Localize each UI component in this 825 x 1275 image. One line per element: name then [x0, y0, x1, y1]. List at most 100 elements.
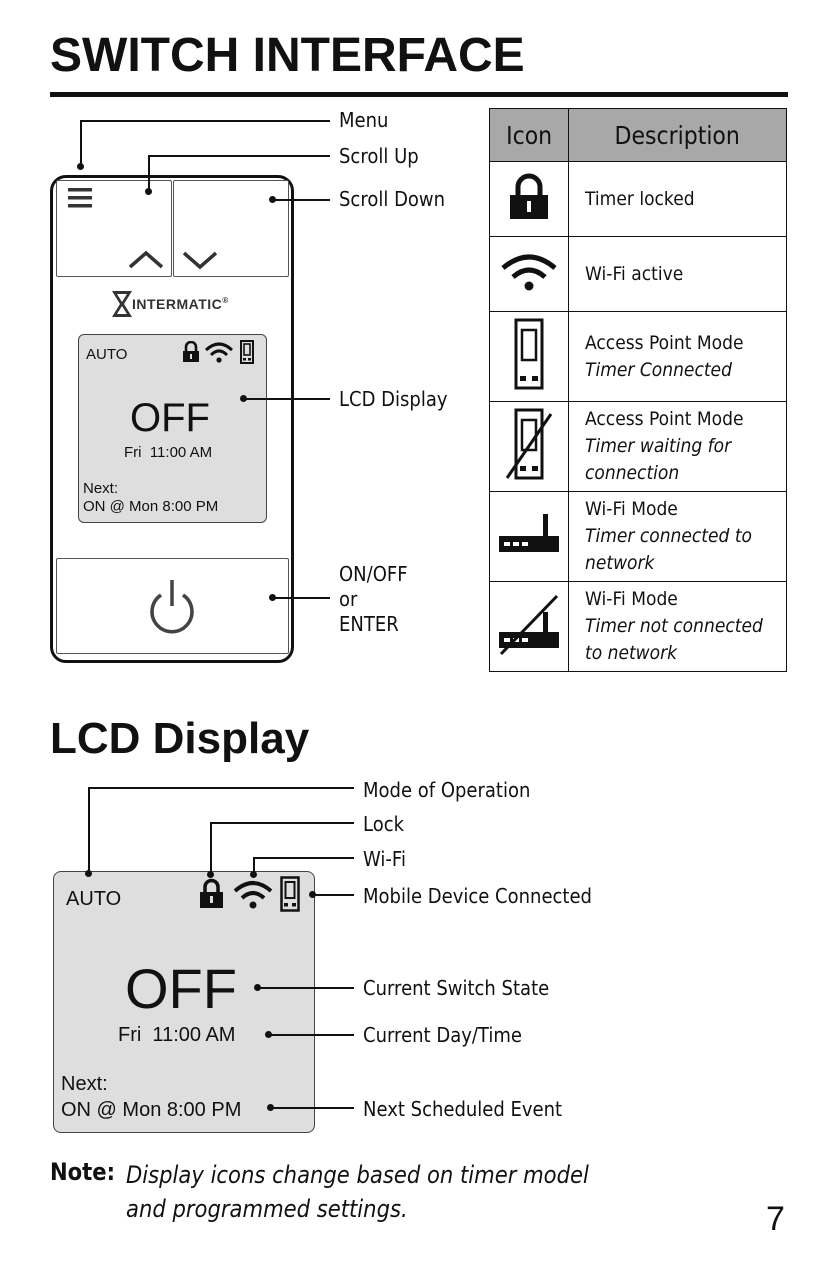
row-title: Timer locked [585, 187, 695, 210]
mode-leader-vertical [88, 787, 90, 873]
row-subtitle-2: connection [585, 462, 680, 484]
mobile-device-icon [280, 876, 300, 912]
row-subtitle: Timer waiting for [585, 435, 732, 457]
wifi-callout-label: Wi-Fi [363, 847, 406, 871]
power-callout-label-3: ENTER [339, 612, 399, 636]
router-icon [499, 514, 559, 552]
note-text: Display icons change based on timer mode… [126, 1158, 589, 1226]
row-title: Wi-Fi Mode [585, 588, 678, 610]
mobile-device-icon [514, 318, 544, 390]
mode-leader-dot [85, 870, 92, 877]
row-subtitle: Timer not connected [585, 615, 763, 637]
header-icon: Icon [489, 108, 569, 162]
lcd-next-label: Next: [83, 480, 119, 497]
table-row: Wi-Fi Mode Timer connected to network [489, 491, 787, 582]
daytime-leader-dot [265, 1031, 272, 1038]
lcd-section-title: LCD Display [50, 714, 310, 763]
scroll-up-callout-label: Scroll Up [339, 144, 419, 168]
state-callout-label: Current Switch State [363, 976, 550, 1000]
wifi-leader-dot [250, 871, 257, 878]
lock-icon [183, 341, 199, 362]
row-title: Access Point Mode [585, 408, 744, 430]
note-line-2: and programmed settings. [126, 1195, 408, 1223]
page-number: 7 [766, 1200, 785, 1238]
menu-leader-vertical [80, 120, 82, 166]
table-row: Access Point Mode Timer Connected [489, 311, 787, 402]
table-row: Wi-Fi Mode Timer not connected to networ… [489, 581, 787, 672]
lock-leader-vertical [210, 822, 212, 874]
intermatic-logo-icon [112, 291, 132, 317]
chevron-down-icon [182, 251, 218, 270]
table-row: Timer locked [489, 161, 787, 237]
note-label: Note: [50, 1158, 116, 1186]
switch-device [50, 175, 294, 663]
table-row: Access Point Mode Timer waiting for conn… [489, 401, 787, 492]
wifi-icon [501, 254, 557, 290]
table-row: Wi-Fi active [489, 236, 787, 312]
mobile-callout-label: Mobile Device Connected [363, 884, 592, 908]
menu-callout-label: Menu [339, 108, 389, 132]
mode-callout-label: Mode of Operation [363, 778, 531, 802]
menu-leader-dot [77, 163, 84, 170]
router-slashed-icon [499, 594, 559, 656]
lcd-display-callout-label: LCD Display [339, 387, 448, 411]
scroll-up-leader-dot [145, 188, 152, 195]
lcd-display-leader-dot [240, 395, 247, 402]
brand-name: INTERMATIC [132, 296, 223, 312]
page-title: SWITCH INTERFACE [50, 29, 525, 82]
lock-leader-horizontal [210, 822, 354, 824]
state-leader [258, 987, 354, 989]
menu-leader-horizontal [80, 120, 330, 122]
lcd-detail-next-label: Next: [61, 1073, 108, 1095]
lcd-detail-state: OFF [125, 957, 237, 1020]
row-title: Wi-Fi Mode [585, 498, 678, 520]
mobile-device-icon [240, 340, 254, 364]
daytime-leader [268, 1034, 354, 1036]
row-subtitle-2: to network [585, 642, 678, 664]
row-title: Access Point Mode [585, 331, 744, 354]
lock-callout-label: Lock [363, 812, 405, 836]
mobile-leader [312, 894, 354, 896]
scroll-down-callout-label: Scroll Down [339, 187, 446, 211]
next-callout-label: Next Scheduled Event [363, 1097, 563, 1121]
next-leader-dot [267, 1104, 274, 1111]
lock-leader-dot [207, 871, 214, 878]
next-leader [270, 1107, 354, 1109]
row-title: Wi-Fi active [585, 262, 684, 285]
power-leader [273, 597, 330, 599]
state-leader-dot [254, 984, 261, 991]
device-lcd-screen [78, 334, 267, 523]
header-description: Description [568, 108, 787, 162]
wifi-icon [204, 342, 234, 363]
scroll-up-leader-horizontal [148, 155, 330, 157]
lcd-display-leader [244, 398, 330, 400]
power-leader-dot [269, 594, 276, 601]
mobile-leader-dot [309, 891, 316, 898]
lcd-state: OFF [130, 396, 210, 440]
lcd-day-time: Fri 11:00 AM [124, 444, 213, 461]
power-callout-label-2: or [339, 587, 358, 611]
lcd-detail-next-event: ON @ Mon 8:00 PM [61, 1099, 242, 1121]
power-icon[interactable] [147, 578, 197, 636]
icon-legend-table: Icon Description Timer locked Wi-Fi acti… [489, 108, 787, 672]
scroll-down-leader-dot [269, 196, 276, 203]
table-header-row: Icon Description [489, 108, 787, 162]
menu-icon[interactable] [68, 188, 94, 210]
daytime-callout-label: Current Day/Time [363, 1023, 522, 1047]
lock-icon [200, 878, 223, 908]
wifi-leader-vertical [253, 857, 255, 874]
row-subtitle: Timer connected to [585, 525, 752, 547]
scroll-up-leader-vertical [148, 155, 150, 191]
lcd-mode: AUTO [86, 346, 128, 363]
brand-registered-mark: ® [222, 296, 229, 305]
wifi-icon [233, 881, 273, 909]
mode-leader-horizontal [88, 787, 354, 789]
brand-logo: INTERMATIC® [132, 296, 229, 312]
wifi-leader-horizontal [253, 857, 354, 859]
power-callout-label-1: ON/OFF [339, 562, 408, 586]
row-subtitle: Timer Connected [585, 358, 732, 381]
scroll-down-leader [273, 199, 330, 201]
lock-icon [510, 173, 548, 219]
row-subtitle-2: network [585, 552, 655, 574]
lcd-detail-screen [53, 871, 315, 1133]
